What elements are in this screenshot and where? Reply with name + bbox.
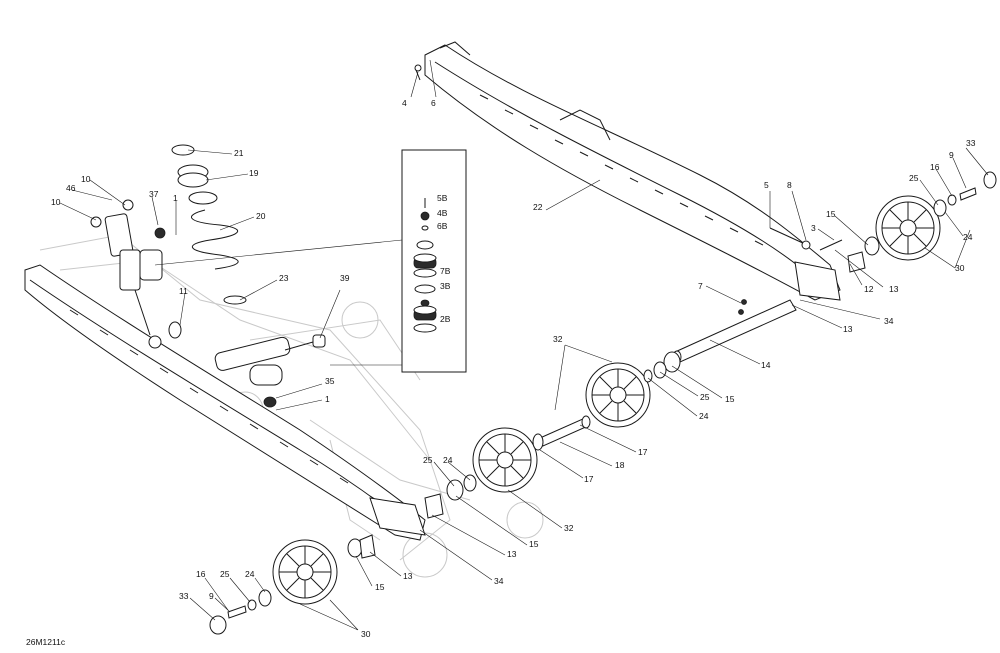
callout-18: 18: [615, 460, 625, 470]
callout-32-b: 32: [564, 523, 574, 533]
callout-10-b: 10: [51, 197, 61, 207]
callout-24-b: 24: [699, 411, 709, 421]
callout-7B: 7B: [440, 266, 451, 276]
rail-slots-lower: [69, 309, 379, 502]
callout-25-a: 25: [909, 173, 919, 183]
wheel-middle-lower: [472, 427, 538, 493]
callout-46: 46: [66, 183, 76, 193]
callout-25-c: 25: [423, 455, 433, 465]
callout-17-a: 17: [638, 447, 648, 457]
callout-16-a: 16: [930, 162, 940, 172]
callout-13-c: 13: [507, 549, 517, 559]
callout-1-a: 1: [173, 193, 178, 203]
cross-shaft: [672, 299, 797, 364]
drawing-reference: 26M1211c: [26, 637, 66, 647]
lower-rail: [24, 264, 426, 541]
ghost-suspension-frame: [39, 234, 544, 578]
callout-24-a: 24: [963, 232, 973, 242]
callout-24-d: 24: [245, 569, 255, 579]
callout-22: 22: [533, 202, 543, 212]
rail-slots-upper: [479, 94, 764, 246]
callout-2B: 2B: [440, 314, 451, 324]
callout-11: 11: [179, 286, 188, 296]
callout-15-d: 15: [375, 582, 385, 592]
callout-10-a: 10: [81, 174, 91, 184]
callout-3B: 3B: [440, 281, 451, 291]
callout-25-b: 25: [700, 392, 710, 402]
callout-34-a: 34: [884, 316, 894, 326]
callout-37: 37: [149, 189, 159, 199]
callout-13-a: 13: [889, 284, 899, 294]
callout-30-a: 30: [955, 263, 965, 273]
callout-33-a: 33: [966, 138, 976, 148]
callout-9-b: 9: [209, 591, 214, 601]
callout-7: 7: [698, 281, 703, 291]
callout-5: 5: [764, 180, 769, 190]
callout-9-a: 9: [949, 150, 954, 160]
callout-35: 35: [325, 376, 335, 386]
callout-6B: 6B: [437, 221, 448, 231]
callout-15-b: 15: [725, 394, 735, 404]
callout-23: 23: [279, 273, 289, 283]
leader-lines: [59, 59, 989, 631]
callout-19: 19: [249, 168, 259, 178]
callout-30-b: 30: [361, 629, 371, 639]
callout-4: 4: [402, 98, 407, 108]
callout-3: 3: [811, 223, 816, 233]
spring-stack: [171, 144, 247, 305]
callout-15-c: 15: [529, 539, 539, 549]
callout-12: 12: [864, 284, 874, 294]
callout-5B: 5B: [437, 193, 448, 203]
callout-13-d: 13: [403, 571, 413, 581]
upper-rail: [424, 41, 841, 301]
callout-34-b: 34: [494, 576, 504, 586]
callout-labels: 4 6 22 21 19 20 23 39 10 46 10 37 1 11 3…: [51, 98, 976, 639]
callout-32-a: 32: [553, 334, 563, 344]
callout-15-a: 15: [826, 209, 836, 219]
callout-13-b: 13: [843, 324, 853, 334]
callout-24-c: 24: [443, 455, 453, 465]
callout-16-b: 16: [196, 569, 206, 579]
callout-1-b: 1: [325, 394, 330, 404]
callout-4B: 4B: [437, 208, 448, 218]
inset-detail-box: [154, 149, 467, 373]
front-shock-assembly: [214, 334, 326, 408]
wheel-middle-upper: [585, 362, 651, 428]
callout-33-b: 33: [179, 591, 189, 601]
callout-14: 14: [761, 360, 771, 370]
callout-21: 21: [234, 148, 244, 158]
callout-6: 6: [431, 98, 436, 108]
callout-8: 8: [787, 180, 792, 190]
callout-39: 39: [340, 273, 350, 283]
wheel-front-lower: [272, 539, 338, 605]
callout-20: 20: [256, 211, 266, 221]
rear-shock-assembly: [90, 199, 182, 349]
callout-17-b: 17: [584, 474, 594, 484]
callout-25-d: 25: [220, 569, 230, 579]
wheel-rear-upper: [875, 195, 941, 261]
